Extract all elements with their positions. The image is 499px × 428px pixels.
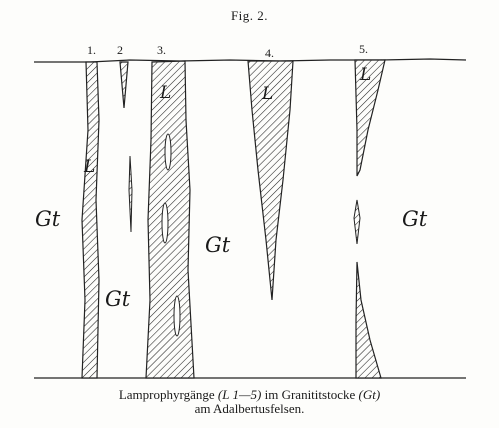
dike-3-inclusion-1 (165, 134, 171, 170)
label-gt-left: Gt (35, 207, 61, 231)
dike-1 (82, 62, 99, 378)
dike-number-4: 4. (265, 46, 274, 60)
caption-dike-ref: (L 1—5) (218, 387, 261, 402)
label-gt-center: Gt (205, 233, 231, 257)
label-gt-middle-left: Gt (105, 287, 131, 311)
figure-caption: Lamprophyrgänge (L 1—5) im Granititstock… (0, 388, 499, 416)
caption-text-a: Lamprophyrgänge (119, 387, 218, 402)
dike-2 (120, 62, 128, 108)
caption-line-2: am Adalbertusfelsen. (0, 402, 499, 416)
label-gt-right: Gt (402, 207, 428, 231)
dike-3-inclusion-3 (174, 296, 180, 336)
label-l-dike-5: L (359, 65, 371, 85)
label-l-dike-1: L (83, 157, 95, 177)
caption-text-b: im Granititstocke (261, 387, 358, 402)
dike-number-3: 3. (157, 43, 166, 57)
dike-number-1: 1. (87, 43, 96, 57)
dike-3 (146, 61, 194, 378)
label-l-dike-3: L (159, 83, 171, 103)
dike-2-lens (129, 156, 132, 232)
caption-line-1: Lamprophyrgänge (L 1—5) im Granititstock… (0, 388, 499, 402)
caption-gt-ref: (Gt) (358, 387, 380, 402)
label-l-dike-4: L (261, 84, 273, 104)
dike-5-lens (354, 200, 360, 244)
dike-number-5: 5. (359, 42, 368, 56)
dike-3-inclusion-2 (162, 203, 168, 243)
dike-number-2: 2 (117, 43, 123, 57)
dike-5-lower (356, 262, 381, 378)
